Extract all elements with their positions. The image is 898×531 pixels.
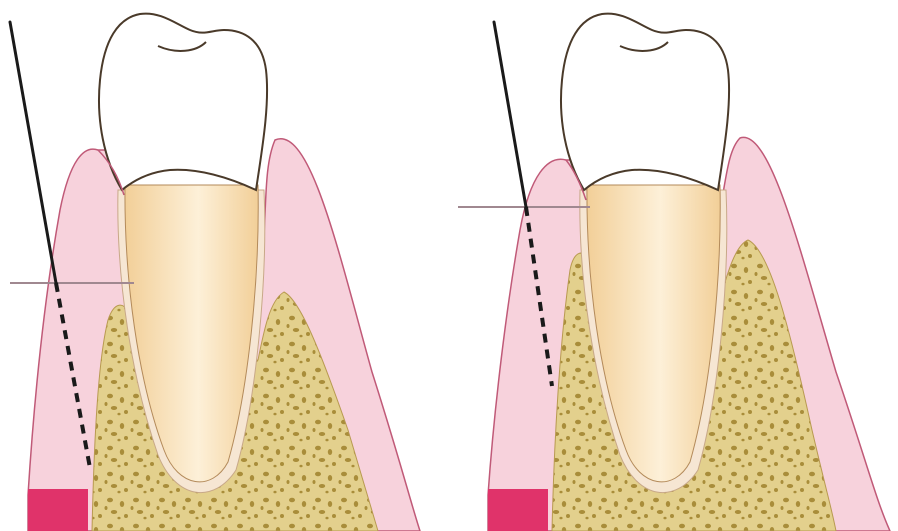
crown-right [561, 14, 729, 190]
right-panel [458, 14, 890, 531]
probe-shaft-left [10, 22, 56, 283]
left-panel [10, 14, 420, 531]
crown-left [99, 14, 267, 190]
attachment-marker-left [28, 489, 88, 531]
probe-shaft-right [494, 22, 526, 207]
attachment-marker-right [488, 489, 548, 531]
